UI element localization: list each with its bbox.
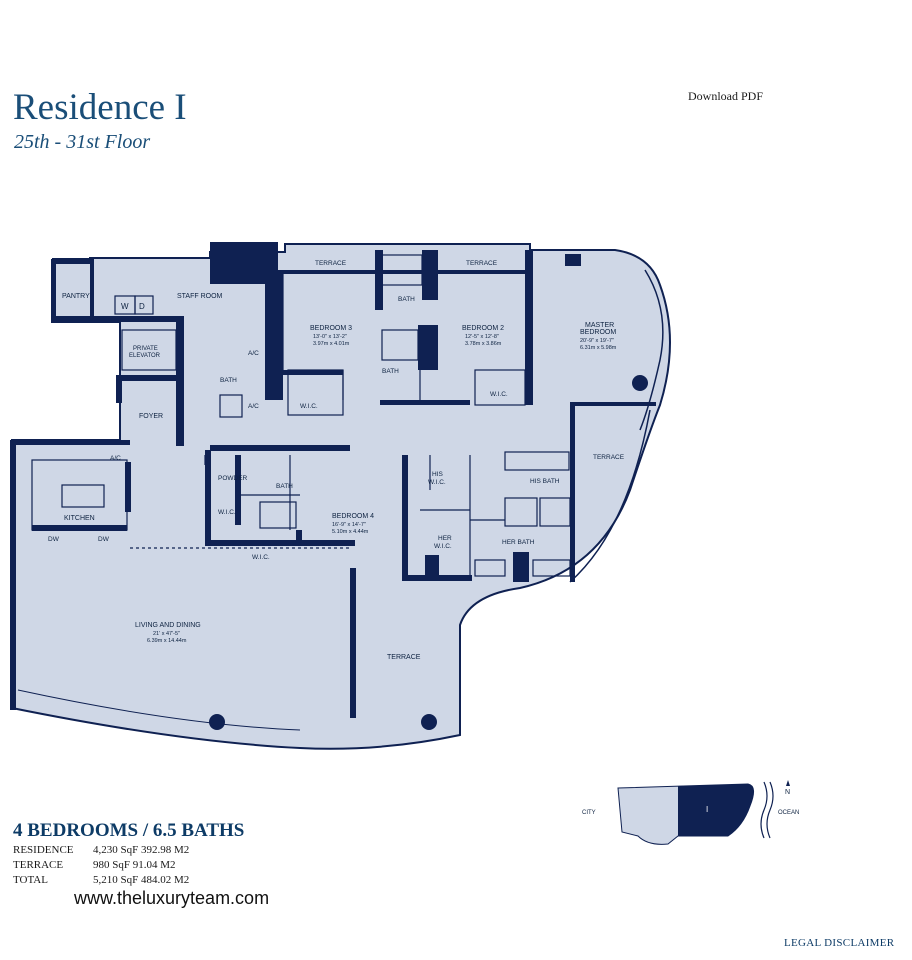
label-master-dim-imperial: 20'-9" x 19'-7" xyxy=(580,338,614,344)
label-bath: BATH xyxy=(382,368,399,375)
label-staff-room: STAFF ROOM xyxy=(177,293,223,300)
bed-bath-summary: 4 BEDROOMS / 6.5 BATHS xyxy=(13,820,245,841)
label-bedroom2: BEDROOM 2 xyxy=(462,325,504,332)
website-url: www.theluxuryteam.com xyxy=(74,888,270,908)
label-wic: W.I.C. xyxy=(300,403,318,410)
label-his-bath: HIS BATH xyxy=(530,478,560,485)
label-bath: BATH xyxy=(398,296,415,303)
label-bedroom4-dim-metric: 5.10m x 4.44m xyxy=(332,529,369,535)
label-private-elevator-1: PRIVATE xyxy=(133,346,158,352)
label-living-dim-imperial: 21' x 47'-5" xyxy=(153,631,180,637)
label-his-wic-1: HIS xyxy=(432,471,444,478)
label-living-dining: LIVING AND DINING xyxy=(135,622,201,629)
interior-partitions xyxy=(31,254,571,580)
label-powder: POWDER xyxy=(218,475,248,482)
area-value: 5,210 SqF 484.02 M2 xyxy=(93,874,190,886)
label-ac: A/C xyxy=(248,403,259,410)
label-wic: W.I.C. xyxy=(218,509,236,516)
label-ac: A/C xyxy=(248,350,259,357)
label-master-2: BEDROOM xyxy=(580,329,616,336)
label-bath: BATH xyxy=(276,483,293,490)
key-plan: I CITY OCEAN N xyxy=(582,780,799,845)
area-row-residence: RESIDENCE 4,230 SqF 392.98 M2 xyxy=(13,843,189,858)
key-plan-city-label: CITY xyxy=(582,810,596,816)
label-her-wic-2: W.I.C. xyxy=(434,543,452,550)
label-private-elevator-2: ELEVATOR xyxy=(129,353,161,359)
label-master-dim-metric: 6.31m x 5.98m xyxy=(580,345,617,351)
area-label: RESIDENCE xyxy=(13,844,74,856)
area-row-terrace: TERRACE 980 SqF 91.04 M2 xyxy=(13,858,189,873)
area-table: RESIDENCE 4,230 SqF 392.98 M2 TERRACE 98… xyxy=(13,843,189,888)
label-living-dim-metric: 6.39m x 14.44m xyxy=(147,638,187,644)
column xyxy=(632,375,648,391)
label-terrace: TERRACE xyxy=(593,454,625,461)
key-plan-north-label: N xyxy=(785,789,790,796)
label-bedroom3-dim-imperial: 13'-0" x 13'-2" xyxy=(313,334,347,340)
floor-range-subtitle: 25th - 31st Floor xyxy=(14,131,151,153)
column xyxy=(421,714,437,730)
label-bedroom3: BEDROOM 3 xyxy=(310,325,352,332)
label-his-wic-2: W.I.C. xyxy=(428,479,446,486)
download-pdf-link[interactable]: Download PDF xyxy=(688,89,764,103)
label-terrace: TERRACE xyxy=(466,260,498,267)
label-her-wic-1: HER xyxy=(438,535,452,542)
label-dw: DW xyxy=(98,536,110,543)
area-label: TERRACE xyxy=(13,859,64,871)
label-wic: W.I.C. xyxy=(252,554,270,561)
ocean-waves-icon xyxy=(760,781,774,839)
label-kitchen: KITCHEN xyxy=(64,515,95,522)
label-foyer: FOYER xyxy=(139,413,163,420)
north-arrow-icon xyxy=(786,780,790,786)
label-washer: W xyxy=(121,302,129,311)
label-wic: W.I.C. xyxy=(490,391,508,398)
label-bedroom2-dim-imperial: 12'-5" x 12'-8" xyxy=(465,334,499,340)
label-dw: DW xyxy=(48,536,60,543)
label-bath: BATH xyxy=(220,377,237,384)
walls xyxy=(10,242,656,718)
label-master-1: MASTER xyxy=(585,322,614,329)
area-label: TOTAL xyxy=(13,874,48,886)
label-bedroom4: BEDROOM 4 xyxy=(332,513,374,520)
label-her-bath: HER BATH xyxy=(502,539,535,546)
label-dryer: D xyxy=(139,302,145,311)
key-plan-unit-label: I xyxy=(706,805,708,814)
key-plan-unit-highlight xyxy=(678,784,754,836)
area-value: 4,230 SqF 392.98 M2 xyxy=(93,844,190,856)
label-ac: A/C xyxy=(110,455,121,462)
label-bedroom4-dim-imperial: 16'-9" x 14'-7" xyxy=(332,522,366,528)
area-row-total: TOTAL 5,210 SqF 484.02 M2 xyxy=(13,873,189,888)
label-terrace: TERRACE xyxy=(315,260,347,267)
legal-disclaimer-link[interactable]: LEGAL DISCLAIMER xyxy=(784,937,895,949)
page-title: Residence I xyxy=(13,87,187,128)
label-bedroom3-dim-metric: 3.97m x 4.01m xyxy=(313,341,350,347)
area-value: 980 SqF 91.04 M2 xyxy=(93,859,176,871)
label-terrace: TERRACE xyxy=(387,654,421,661)
label-pantry: PANTRY xyxy=(62,293,90,300)
column xyxy=(209,714,225,730)
floor-plan: PANTRY STAFF ROOM W D PRIVATE ELEVATOR F… xyxy=(10,242,671,750)
label-bedroom2-dim-metric: 3.78m x 3.86m xyxy=(465,341,502,347)
key-plan-ocean-label: OCEAN xyxy=(778,810,799,816)
